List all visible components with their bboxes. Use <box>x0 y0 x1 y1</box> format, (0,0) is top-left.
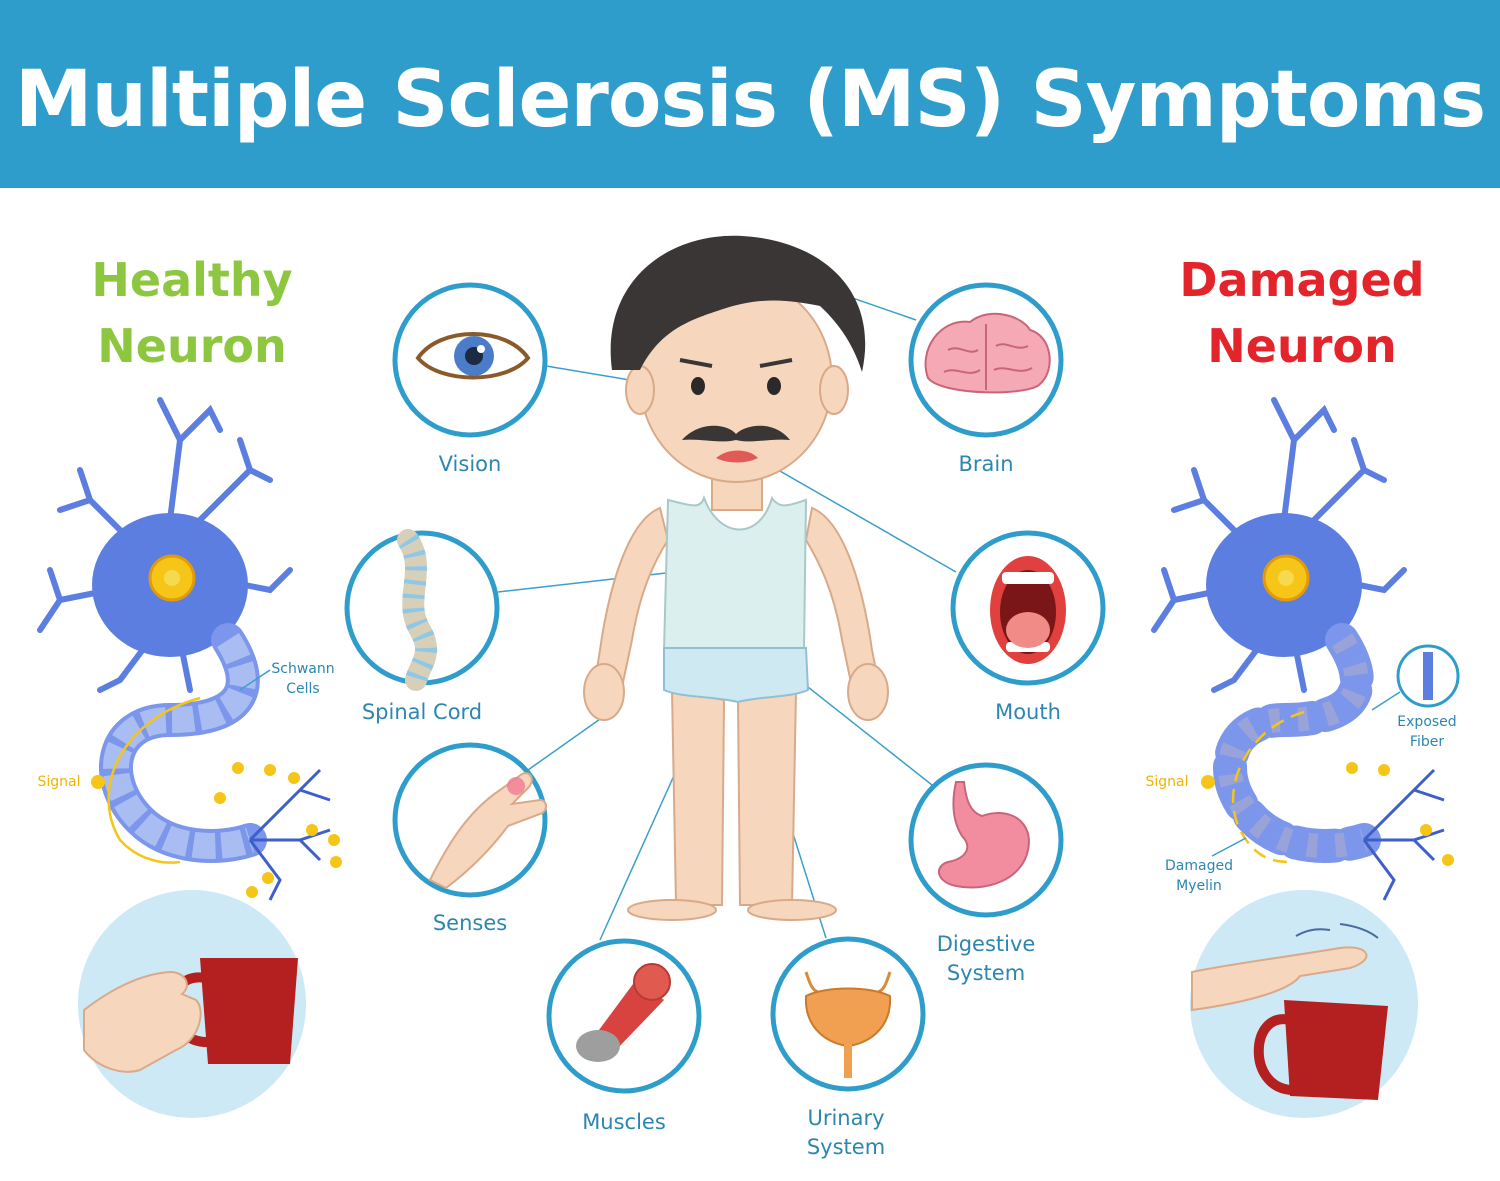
muscle-icon <box>576 963 671 1062</box>
damaged-myelin-label-line2: Myelin <box>1176 878 1222 894</box>
urinary-system-label-line1: Urinary <box>807 1106 885 1130</box>
senses-label: Senses <box>432 911 508 935</box>
muscles-label: Muscles <box>582 1110 666 1134</box>
shaky-hand-cup-icon <box>1190 890 1418 1118</box>
damaged-neuron <box>1151 397 1460 901</box>
hand-icon <box>428 772 547 890</box>
healthy-signal-label: Signal <box>37 774 81 790</box>
damaged-neuron-title-line2: Neuron <box>1207 319 1397 373</box>
exposed-fiber-label-line1: Exposed <box>1397 714 1457 730</box>
mouth-label: Mouth <box>995 700 1061 724</box>
urinary-system-label-line2: System <box>806 1135 886 1159</box>
stomach-icon <box>938 781 1030 889</box>
exposed-fiber-label-line2: Fiber <box>1409 734 1445 750</box>
schwann-cells-label-line2: Cells <box>286 681 320 697</box>
brain-icon <box>924 312 1051 394</box>
schwann-cells-label-line1: Schwann <box>271 661 335 677</box>
damaged-signal-label: Signal <box>1145 774 1189 790</box>
bladder-icon <box>804 971 892 1078</box>
steady-hand-cup-icon <box>78 890 306 1118</box>
eye-icon <box>415 332 531 380</box>
spine-icon <box>397 529 437 691</box>
damaged-neuron-title-line1: Damaged <box>1179 253 1425 307</box>
vision-label: Vision <box>438 452 502 476</box>
healthy-neuron-title-line1: Healthy <box>91 253 293 307</box>
mouth-icon <box>990 556 1066 664</box>
page-title: Multiple Sclerosis (MS) Symptoms <box>14 55 1486 145</box>
person-figure <box>583 235 889 921</box>
healthy-neuron-title-line2: Neuron <box>97 319 287 373</box>
digestive-system-label-line1: Digestive <box>936 932 1036 956</box>
damaged-myelin-label-line1: Damaged <box>1165 858 1233 874</box>
spinal-cord-label: Spinal Cord <box>361 700 483 724</box>
brain-label: Brain <box>958 452 1014 476</box>
healthy-neuron <box>37 397 342 901</box>
digestive-system-label-line2: System <box>946 961 1026 985</box>
title-banner: Multiple Sclerosis (MS) Symptoms <box>0 0 1500 188</box>
